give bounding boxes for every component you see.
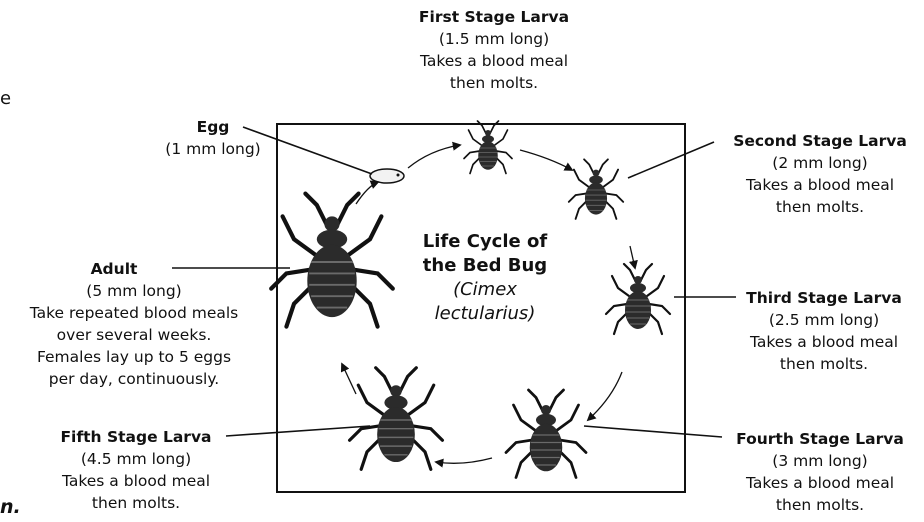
second-stage-bug-icon <box>569 159 623 219</box>
third-stage-bug-icon <box>606 264 670 334</box>
adult-bug-icon <box>271 194 393 327</box>
leader-lines <box>172 127 736 437</box>
fourth-stage-bug-icon <box>506 390 586 478</box>
first-stage-bug-icon <box>464 121 512 174</box>
fifth-stage-bug-icon <box>350 368 443 470</box>
egg-icon <box>370 169 404 183</box>
